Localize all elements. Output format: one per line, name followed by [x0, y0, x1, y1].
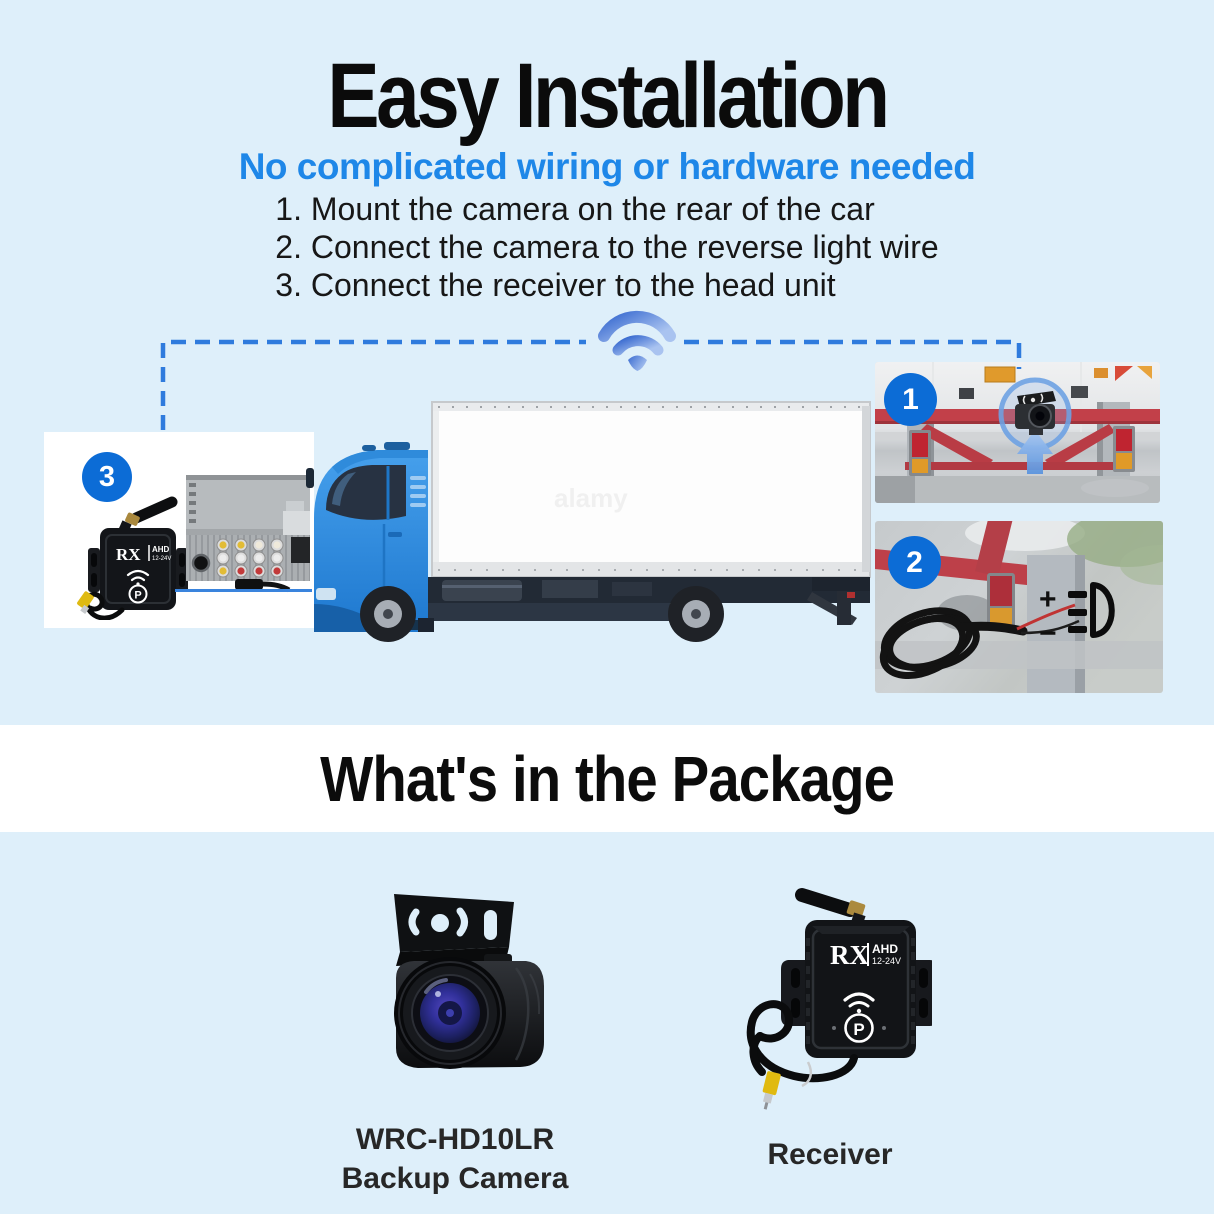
volt-label: 12-24V [152, 556, 171, 562]
truck-wheels [360, 586, 724, 642]
step-badge-2: 2 [888, 536, 941, 589]
pair-button-label: P [134, 590, 141, 602]
mounted-camera [1015, 391, 1056, 435]
wifi-icon [598, 310, 676, 371]
step-badge-1: 1 [884, 373, 937, 426]
red-wire [1016, 603, 1076, 631]
truck-illustration: alamy [306, 401, 871, 642]
rca-jacks [216, 538, 284, 578]
step-3: 3. Connect the receiver to the head unit [275, 267, 836, 303]
reverse-light-wiring-photo: + − 2 [875, 521, 1163, 693]
volt-label: 12-24V [872, 956, 901, 966]
wifi-glyph-icon [843, 992, 875, 1008]
receiver-product-label: Receiver [767, 1138, 893, 1171]
camera-product-label: WRC-HD10LR Backup Camera [341, 1123, 569, 1195]
tail-lights [909, 426, 1135, 476]
ahd-label: AHD [872, 942, 898, 956]
page-title: Easy Installation [327, 45, 890, 147]
reverse-lamp-icon [1068, 591, 1087, 633]
backup-camera-product [394, 894, 544, 1069]
head-unit-illustration [186, 475, 310, 593]
pair-button-label: P [853, 1020, 864, 1039]
camera-lens [394, 957, 506, 1069]
video-cable [746, 1000, 858, 1083]
black-wire [1020, 619, 1080, 635]
rx-label: RX [830, 940, 869, 970]
stock-watermark: alamy [554, 483, 628, 513]
reflector-triangle [1115, 366, 1133, 381]
minus-symbol: − [1039, 617, 1057, 650]
rx-label: RX [116, 545, 141, 564]
reverse-light [987, 573, 1015, 631]
ahd-label: AHD [152, 545, 170, 554]
receiver-device-illustration: RX AHD 12-24V P [77, 496, 188, 620]
package-heading: What's in the Package [320, 742, 895, 815]
up-arrow-icon [1017, 430, 1053, 474]
video-cable-line [175, 589, 312, 592]
package-contents-section [0, 832, 1214, 1214]
package-heading-band: What's in the Package [0, 725, 1214, 832]
subtitle: No complicated wiring or hardware needed [238, 146, 976, 187]
step-1: 1. Mount the camera on the rear of the c… [275, 191, 875, 227]
wifi-glyph-icon [126, 569, 150, 582]
step-badge-3: 3 [82, 452, 132, 502]
plus-symbol: + [1039, 583, 1057, 616]
camera-mount-photo: 1 [875, 362, 1160, 503]
rca-plug [762, 1071, 781, 1110]
receiver-product: RX AHD 12-24V P [746, 888, 932, 1110]
antenna [795, 888, 857, 917]
installation-steps: 1. Mount the camera on the rear of the c… [0, 190, 1214, 304]
step-2: 2. Connect the camera to the reverse lig… [275, 229, 939, 265]
